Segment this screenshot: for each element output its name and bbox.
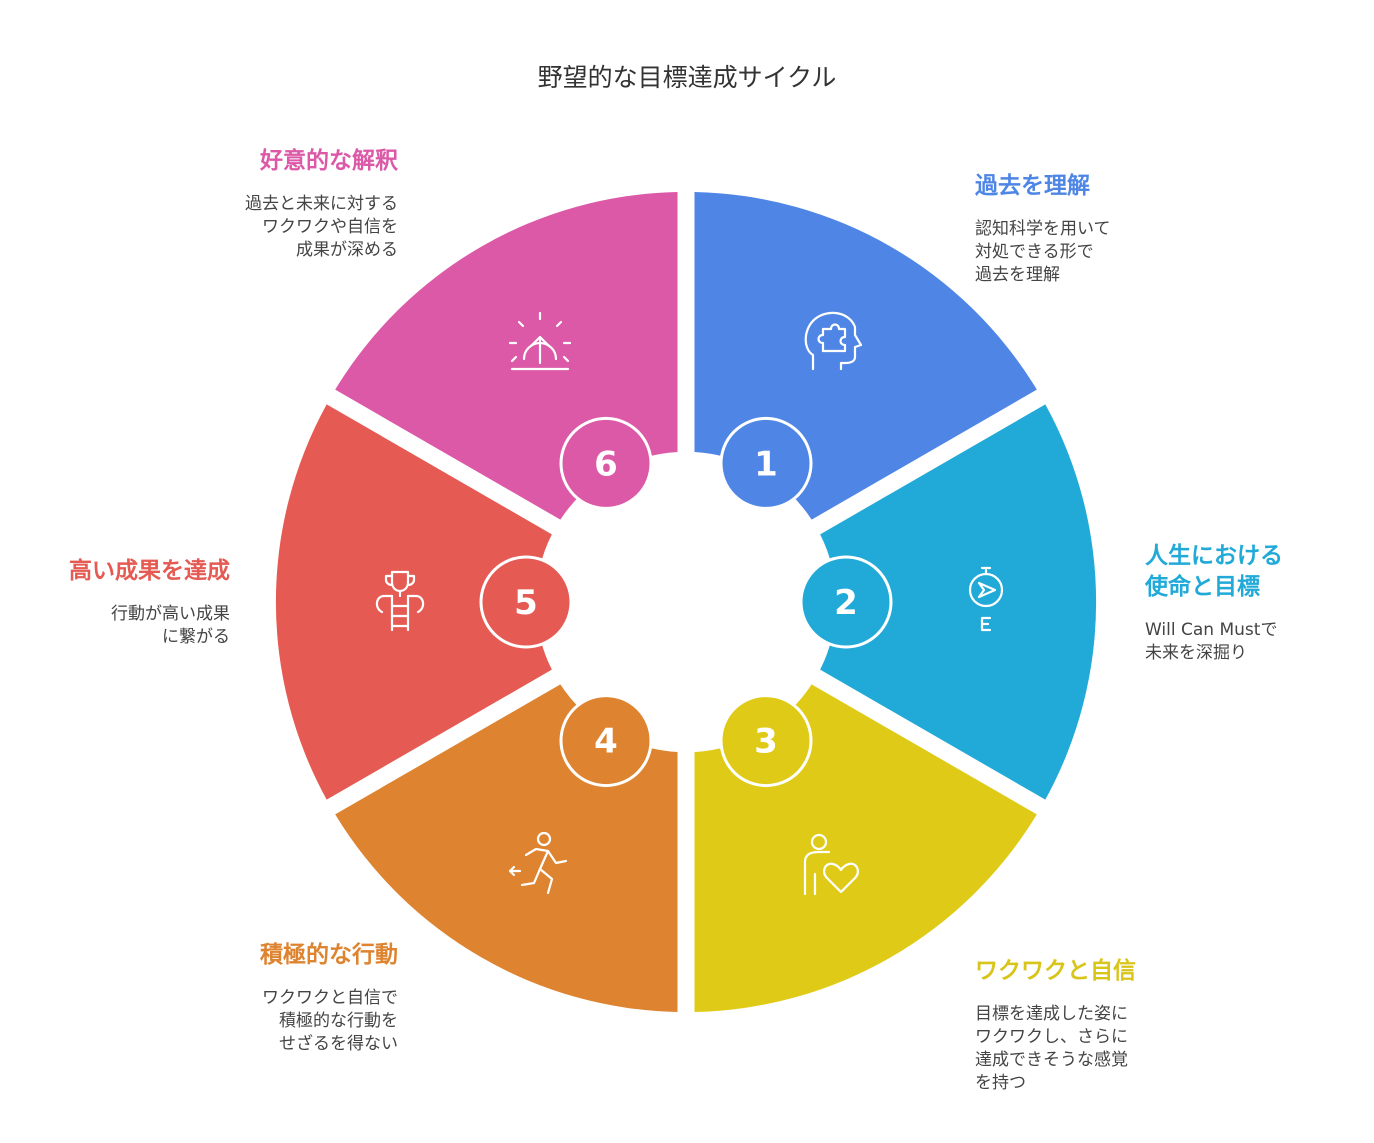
- desc-line: 過去と未来に対する: [245, 194, 398, 214]
- badge-circle: [719, 416, 813, 510]
- segment-2-label: 人生における 使命と目標 Will Can Mustで 未来を深掘り: [1145, 541, 1374, 665]
- trophy-ladder-icon: [375, 570, 425, 632]
- segment-6-description: 過去と未来に対する ワクワクや自信を 成果が深める: [78, 193, 398, 262]
- segment-4-badge: 4: [559, 694, 653, 788]
- segment-5-wedge: [275, 404, 552, 800]
- badge-circle: [559, 416, 653, 510]
- segment-6-heading: 好意的な解釈: [260, 148, 398, 174]
- desc-line: 過去を理解: [975, 265, 1060, 285]
- segment-4-heading: 積極的な行動: [260, 942, 398, 968]
- badge-number: 6: [594, 444, 618, 484]
- segment-5-label: 高い成果を達成 行動が高い成果 に繋がる: [0, 556, 230, 649]
- badge-circle: [479, 555, 573, 649]
- segment-3-label: ワクワクと自信 目標を達成した姿に ワクワクし、さらに 達成できそうな感覚 を持…: [975, 956, 1295, 1095]
- diagram-title: 野望的な目標達成サイクル: [537, 63, 837, 92]
- person-heart-icon: [803, 833, 859, 896]
- desc-line: を持つ: [975, 1073, 1026, 1093]
- desc-line: ワクワクし、さらに: [975, 1027, 1128, 1047]
- segment-2-description: Will Can Mustで 未来を深掘り: [1145, 619, 1374, 665]
- badge-number: 1: [754, 444, 778, 484]
- segment-3-badge: 3: [719, 694, 813, 788]
- desc-line: 成果が深める: [296, 240, 398, 260]
- desc-line: 積極的な行動を: [279, 1011, 398, 1031]
- segment-2-badge: 2: [799, 555, 893, 649]
- badge-number: 5: [514, 583, 538, 623]
- compass-icon: [968, 566, 1004, 632]
- segment-5-description: 行動が高い成果 に繋がる: [0, 603, 230, 649]
- desc-line: 未来を深掘り: [1145, 643, 1247, 663]
- badge-number: 3: [754, 722, 778, 762]
- heading-line: 人生における: [1145, 543, 1283, 569]
- desc-line: 目標を達成した姿に: [975, 1004, 1128, 1024]
- desc-line: ワクワクや自信を: [262, 217, 398, 237]
- segment-6-label: 好意的な解釈 過去と未来に対する ワクワクや自信を 成果が深める: [78, 146, 398, 262]
- segment-3-description: 目標を達成した姿に ワクワクし、さらに 達成できそうな感覚 を持つ: [975, 1003, 1295, 1095]
- heading-line: 使命と目標: [1145, 574, 1260, 600]
- segment-5-badge: 5: [479, 555, 573, 649]
- badge-number: 2: [834, 583, 858, 623]
- badge-number: 4: [594, 722, 618, 762]
- segment-4-description: ワクワクと自信で 積極的な行動を せざるを得ない: [78, 987, 398, 1056]
- desc-line: 認知科学を用いて: [975, 219, 1111, 239]
- segment-2-heading: 人生における 使命と目標: [1145, 541, 1374, 603]
- sunrise-icon: [508, 311, 572, 371]
- segment-1-badge: 1: [719, 416, 813, 510]
- segment-1-label: 過去を理解 認知科学を用いて 対処できる形で 過去を理解: [975, 171, 1295, 287]
- segment-6-badge: 6: [559, 416, 653, 510]
- badge-circle: [799, 555, 893, 649]
- segment-4-label: 積極的な行動 ワクワクと自信で 積極的な行動を せざるを得ない: [78, 940, 398, 1056]
- segment-1-description: 認知科学を用いて 対処できる形で 過去を理解: [975, 218, 1295, 287]
- badge-circle: [559, 694, 653, 788]
- badge-circle: [719, 694, 813, 788]
- desc-line: Will Can Mustで: [1145, 620, 1278, 640]
- segment-2-wedge: [820, 404, 1097, 800]
- segment-5-heading: 高い成果を達成: [69, 558, 230, 584]
- desc-line: に繋がる: [162, 627, 230, 647]
- desc-line: 対処できる形で: [975, 242, 1094, 262]
- segment-3-heading: ワクワクと自信: [975, 958, 1136, 984]
- running-person-icon: [508, 831, 568, 895]
- brain-puzzle-icon: [804, 311, 863, 371]
- desc-line: 行動が高い成果: [111, 604, 230, 624]
- desc-line: ワクワクと自信で: [262, 988, 398, 1008]
- segment-1-heading: 過去を理解: [975, 173, 1090, 199]
- desc-line: 達成できそうな感覚: [975, 1050, 1128, 1070]
- desc-line: せざるを得ない: [279, 1034, 398, 1054]
